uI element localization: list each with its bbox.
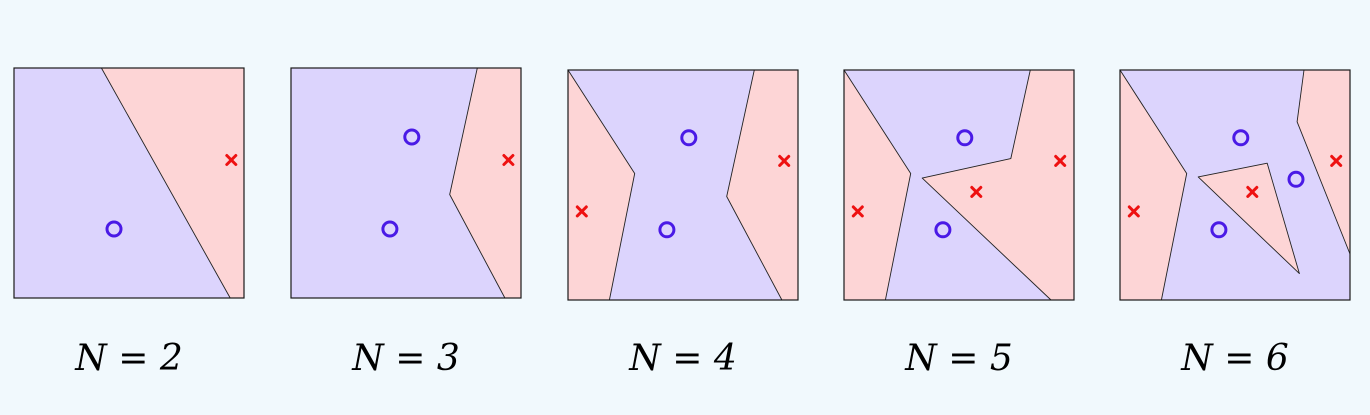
cross-marker [778, 154, 791, 167]
panel-border [13, 67, 245, 299]
circle-marker [1232, 129, 1250, 147]
cross-marker [851, 205, 864, 218]
circle-marker [105, 220, 123, 238]
cross-marker [225, 154, 238, 166]
panel-2: N = 3 [290, 67, 522, 379]
circle-marker [956, 129, 974, 147]
panel-5: N = 6 [1119, 69, 1351, 379]
panel-label: N = 2 [74, 338, 182, 379]
panel-label: N = 6 [1180, 338, 1288, 379]
cross-marker [575, 205, 588, 218]
panel-border [1119, 69, 1351, 301]
cross-marker [1246, 185, 1259, 198]
panel-label: N = 5 [904, 338, 1012, 379]
panel-1: N = 2 [13, 67, 245, 379]
cross-marker [1330, 154, 1343, 167]
cross-marker [1127, 205, 1140, 218]
cross-marker [970, 185, 983, 198]
panel-border [290, 67, 522, 299]
cross-marker [502, 154, 515, 166]
panel-label: N = 3 [351, 338, 459, 379]
panel-3: N = 4 [567, 69, 799, 379]
circle-marker [934, 221, 952, 239]
circle-marker [403, 128, 421, 146]
circle-marker [1287, 170, 1305, 188]
circle-marker [381, 220, 399, 238]
circle-marker [1210, 221, 1228, 239]
panel-label: N = 4 [628, 338, 736, 379]
cross-marker [1054, 154, 1067, 167]
circle-marker [680, 129, 698, 147]
class-x-region-3 [1197, 162, 1300, 275]
panel-border [567, 69, 799, 301]
panel-border [843, 69, 1075, 301]
circle-marker [658, 221, 676, 239]
panel-4: N = 5 [843, 69, 1075, 379]
